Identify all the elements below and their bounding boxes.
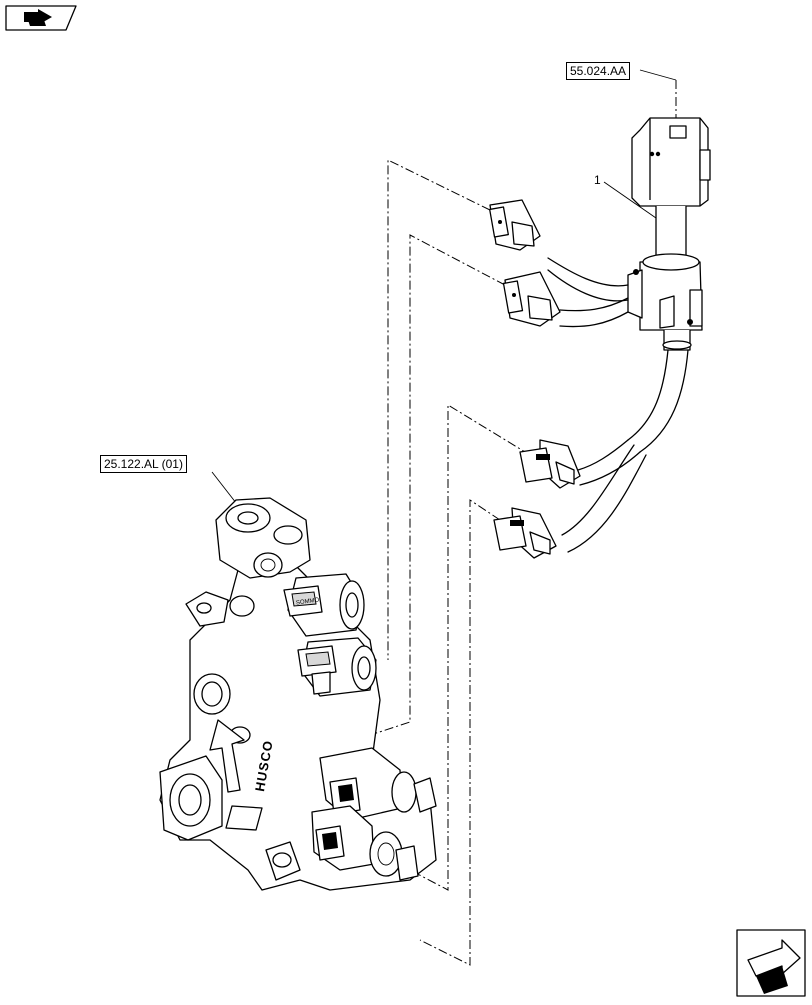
ref-55-024-leader [639,69,677,81]
next-page-arrow-icon[interactable] [736,929,806,997]
connector-d [493,507,557,559]
valve-assembly [159,497,437,891]
ref-valve-assembly-label[interactable]: 25.122.AL (01) [100,455,187,473]
item-number-1: 1 [594,173,601,187]
connector-b [502,271,561,327]
wiring-harness [489,117,711,559]
item-1-leader [603,181,657,219]
ref-harness-connector-label[interactable]: 55.024.AA [566,62,631,80]
connector-a [489,199,541,251]
connector-c [519,439,581,489]
book-arrow-icon[interactable] [5,5,77,31]
